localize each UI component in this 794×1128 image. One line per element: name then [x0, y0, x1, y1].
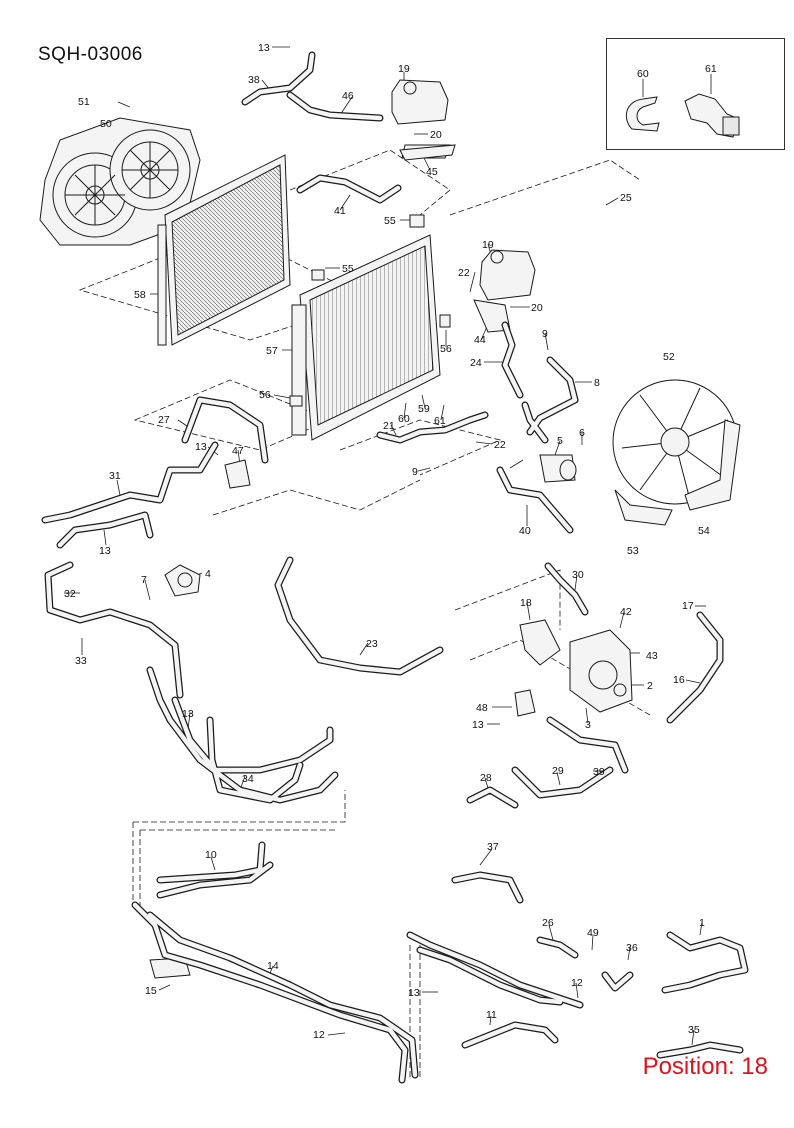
callout: 52 [663, 351, 675, 363]
callout: 38 [248, 74, 260, 86]
callout: 11 [486, 1009, 497, 1021]
callout: 5 [557, 435, 563, 447]
callout: 15 [145, 985, 157, 997]
callout: 37 [487, 841, 499, 853]
callout: 22 [494, 439, 506, 451]
part-drawings [39, 79, 741, 979]
callout: 14 [267, 960, 279, 972]
callout: 7 [141, 574, 147, 586]
callout: 32 [64, 588, 76, 600]
inset-box: 60 61 [606, 38, 785, 150]
callout: 8 [594, 377, 600, 389]
callout: 2 [647, 680, 653, 692]
callout: 13 [195, 441, 207, 453]
bracket-45 [399, 144, 456, 161]
callout: 61 [434, 415, 446, 427]
callout: 54 [698, 525, 710, 537]
callout: 45 [426, 166, 438, 178]
thermostat-housing [514, 619, 633, 717]
callout: 35 [688, 1024, 700, 1036]
inset-canvas: 60 61 [625, 63, 740, 138]
callout: 17 [682, 600, 694, 612]
callout: 55 [342, 263, 354, 275]
callout: 42 [620, 606, 632, 618]
callout: 9 [412, 466, 418, 478]
callout: 47 [232, 445, 244, 457]
callout: 40 [519, 525, 531, 537]
callout: 19 [482, 239, 494, 251]
callout: 59 [418, 403, 430, 415]
callout: 12 [571, 977, 583, 989]
callout: 49 [587, 927, 599, 939]
fan-shroud-assembly [39, 117, 201, 246]
position-label: Position: 18 [642, 1053, 768, 1080]
callout: 25 [620, 192, 632, 204]
callout: 56 [440, 343, 452, 355]
callout: 21 [383, 420, 395, 432]
hose-fills [42, 52, 748, 1083]
callout: 20 [531, 302, 543, 314]
callout: 13 [99, 545, 111, 557]
callout: 28 [480, 772, 492, 784]
expansion-tank-lower [473, 249, 536, 333]
callout: 55 [384, 215, 396, 227]
callout: 23 [366, 638, 378, 650]
callout: 60 [398, 413, 410, 425]
thermostat [539, 454, 577, 483]
callout: 61 [705, 63, 717, 75]
callout: 26 [542, 917, 554, 929]
callout: 13 [182, 708, 194, 720]
retaining-clip [625, 96, 660, 132]
callout: 29 [552, 765, 564, 777]
callout: 6 [579, 427, 585, 439]
callout: 58 [134, 289, 146, 301]
callout: 3 [585, 719, 591, 731]
callout: 34 [242, 773, 254, 785]
callout: 9 [542, 328, 548, 340]
callout: 4 [205, 568, 211, 580]
callout: 50 [100, 118, 112, 130]
callout: 13 [408, 987, 420, 999]
callout: 19 [398, 63, 410, 75]
callout: 13 [258, 42, 270, 54]
callout: 46 [342, 90, 354, 102]
condenser [157, 154, 291, 346]
callout: 13 [472, 719, 484, 731]
callout: 60 [637, 68, 649, 80]
callout: 57 [266, 345, 278, 357]
callout: 18 [520, 597, 532, 609]
callout: 43 [646, 650, 658, 662]
callout: 48 [476, 702, 488, 714]
callout: 44 [474, 334, 486, 346]
callout: 36 [626, 942, 638, 954]
callout: 12 [313, 1029, 325, 1041]
callout: 53 [627, 545, 639, 557]
radiator [289, 214, 451, 441]
callout: 31 [109, 470, 121, 482]
water-pump [164, 564, 201, 597]
callout: 30 [572, 569, 584, 581]
callout: 1 [699, 917, 705, 929]
callout: 39 [593, 766, 605, 778]
callout: 33 [75, 655, 87, 667]
callout: 41 [334, 205, 346, 217]
document-code: SQH-03006 [38, 44, 143, 65]
callout-labels: 51 50 13 38 46 19 20 45 41 55 58 55 57 5… [64, 42, 710, 1041]
callout: 16 [673, 674, 685, 686]
callout: 20 [430, 129, 442, 141]
callout: 51 [78, 96, 90, 108]
callout: 24 [470, 357, 482, 369]
electric-fan [612, 379, 741, 526]
callout: 56 [259, 389, 271, 401]
bracket-47 [224, 459, 251, 489]
callout: 27 [158, 414, 170, 426]
callout: 22 [458, 267, 470, 279]
callout: 10 [205, 849, 217, 861]
